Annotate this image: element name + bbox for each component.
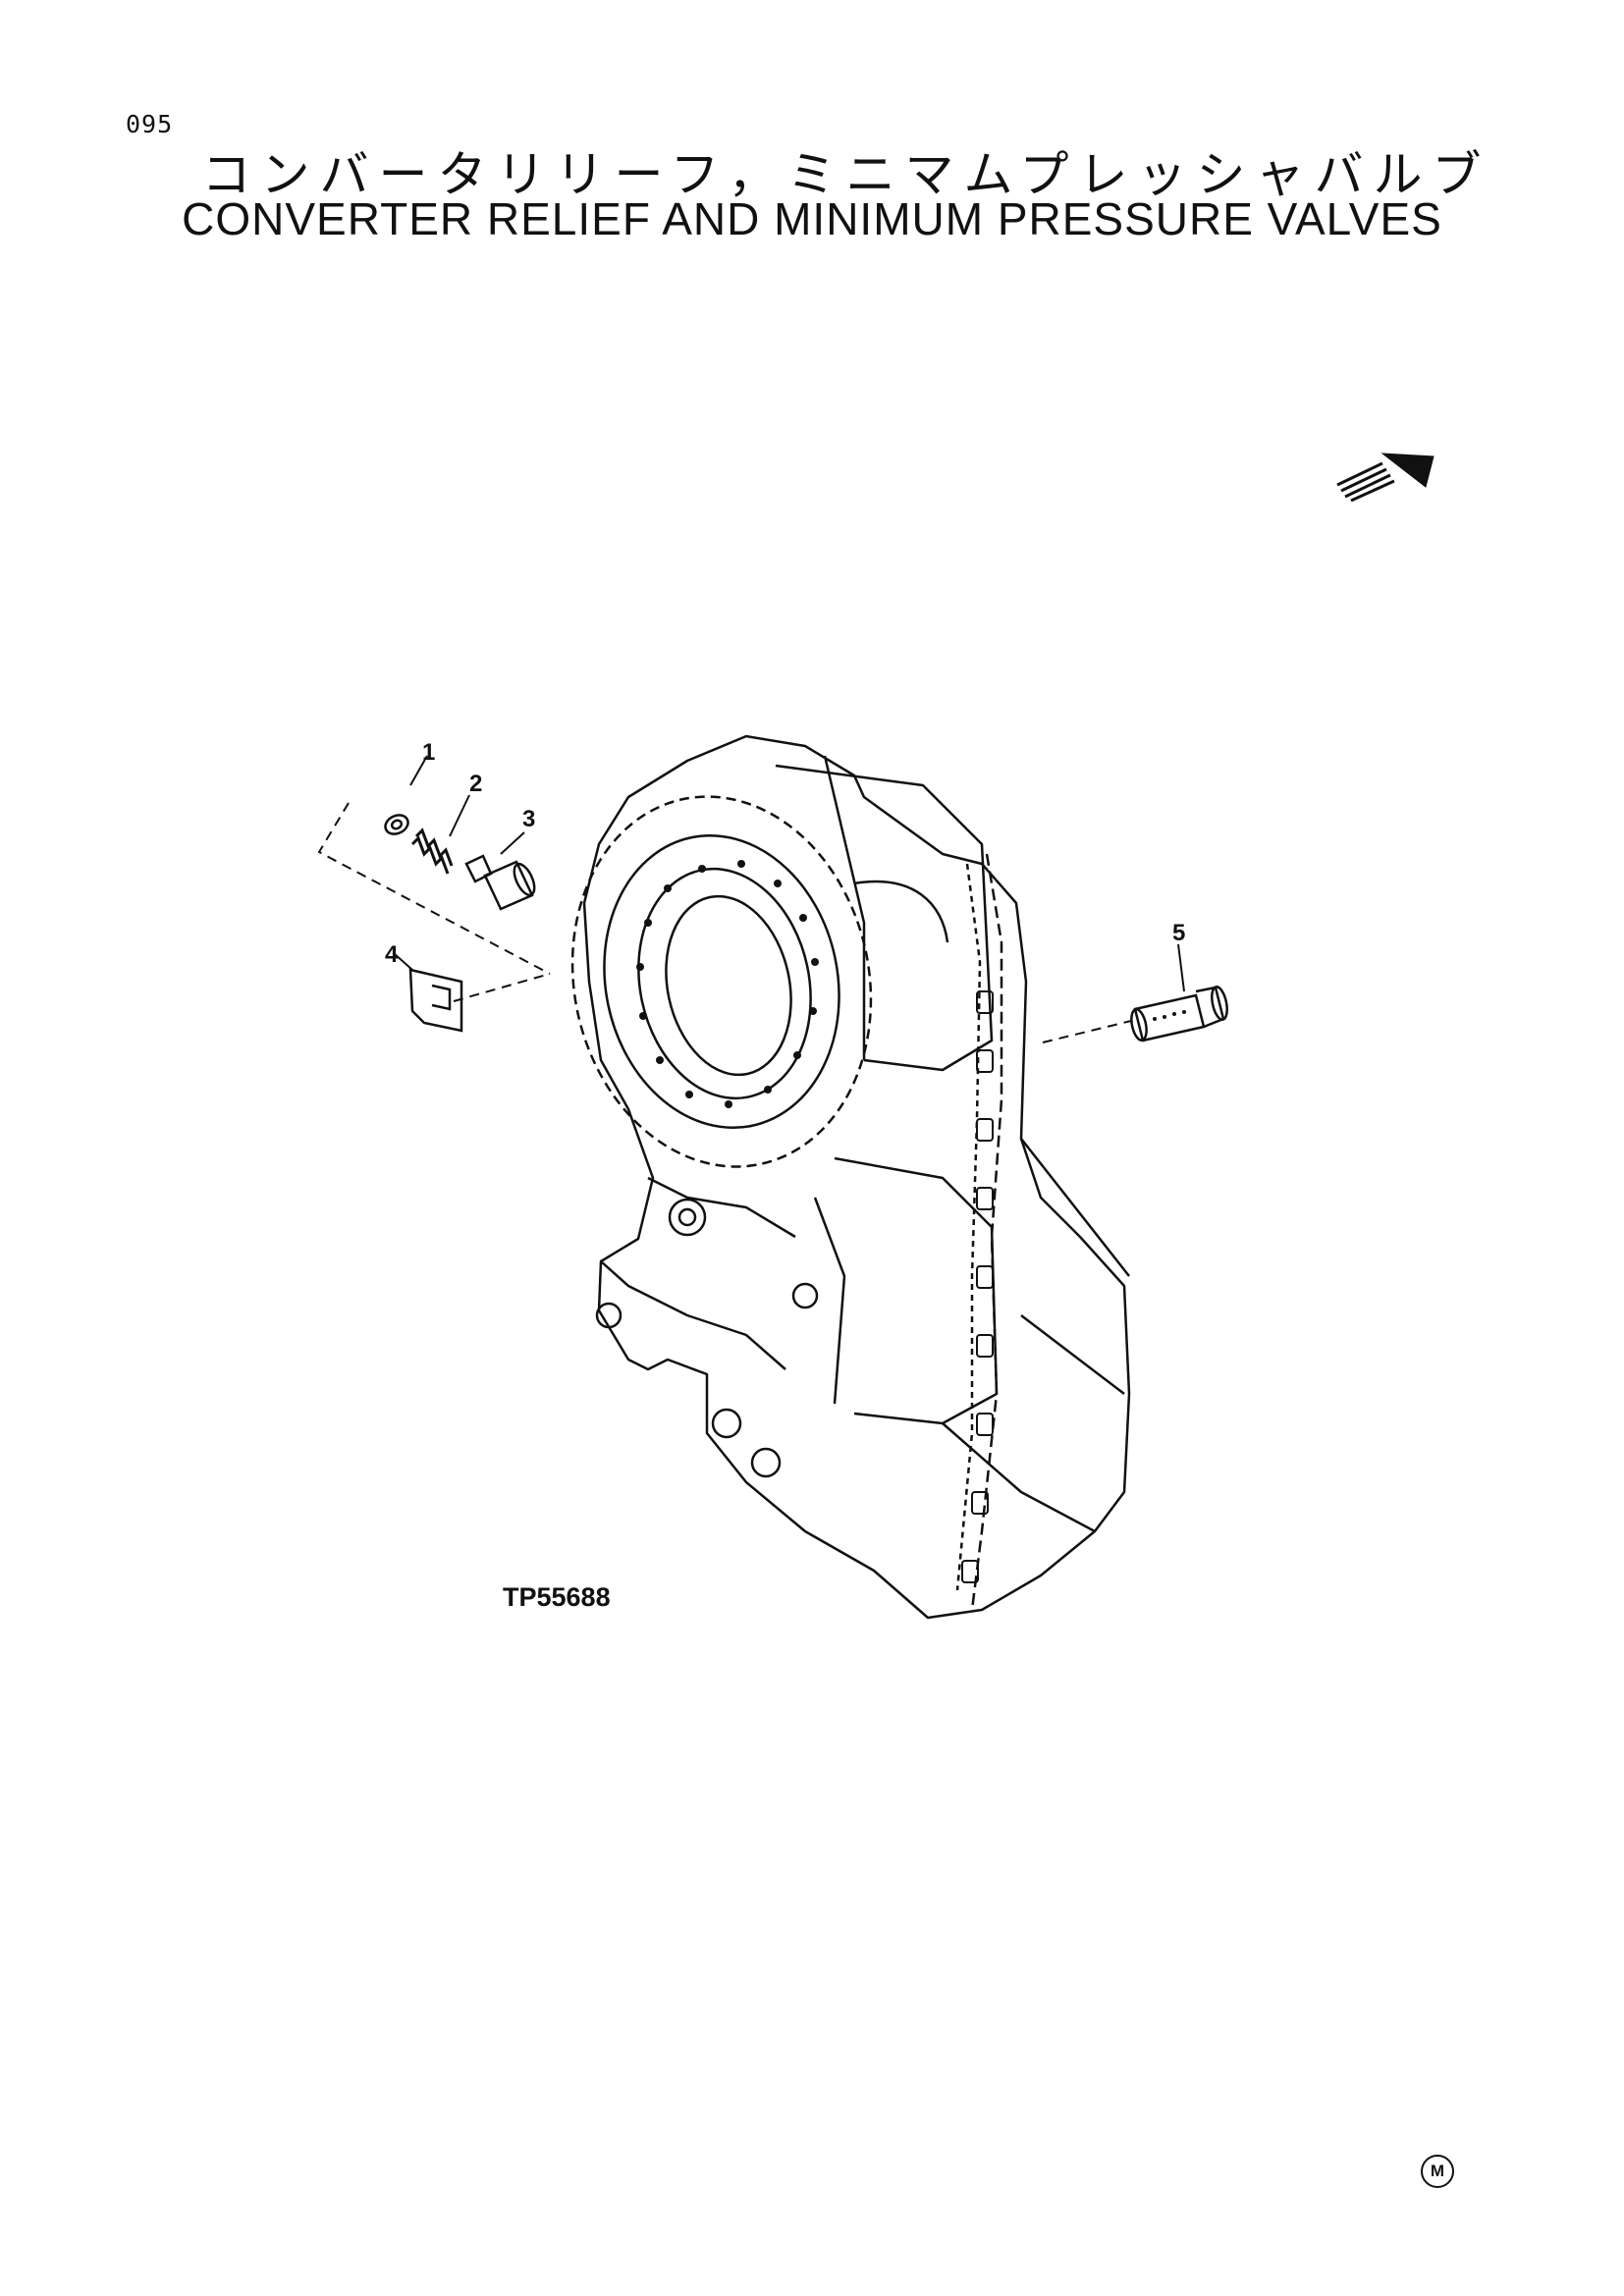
transmission-housing [570,734,1131,1620]
assembly-leader-lines [317,802,1132,1043]
part-3-valve-piston [464,831,536,911]
figure-reference: TP55688 [503,1582,611,1612]
callout-2: 2 [469,771,482,797]
callout-1: 1 [422,739,435,766]
part-4-retaining-plate [394,953,463,1033]
part-2-spring [410,794,470,875]
part-5-valve-cartridge [1130,943,1228,1042]
front-arrow-icon [1336,453,1435,503]
page-number: 095 [126,110,174,138]
part-1-plug [384,755,428,835]
callout-5: 5 [1172,920,1185,946]
title-japanese: コンバータリリーフ，ミニマムプレッシャバルブ [201,146,1491,203]
copyright-mark: M [1421,2155,1454,2188]
title-english: CONVERTER RELIEF AND MINIMUM PRESSURE VA… [182,193,1442,244]
callout-4: 4 [385,941,399,968]
callout-3: 3 [522,806,535,832]
